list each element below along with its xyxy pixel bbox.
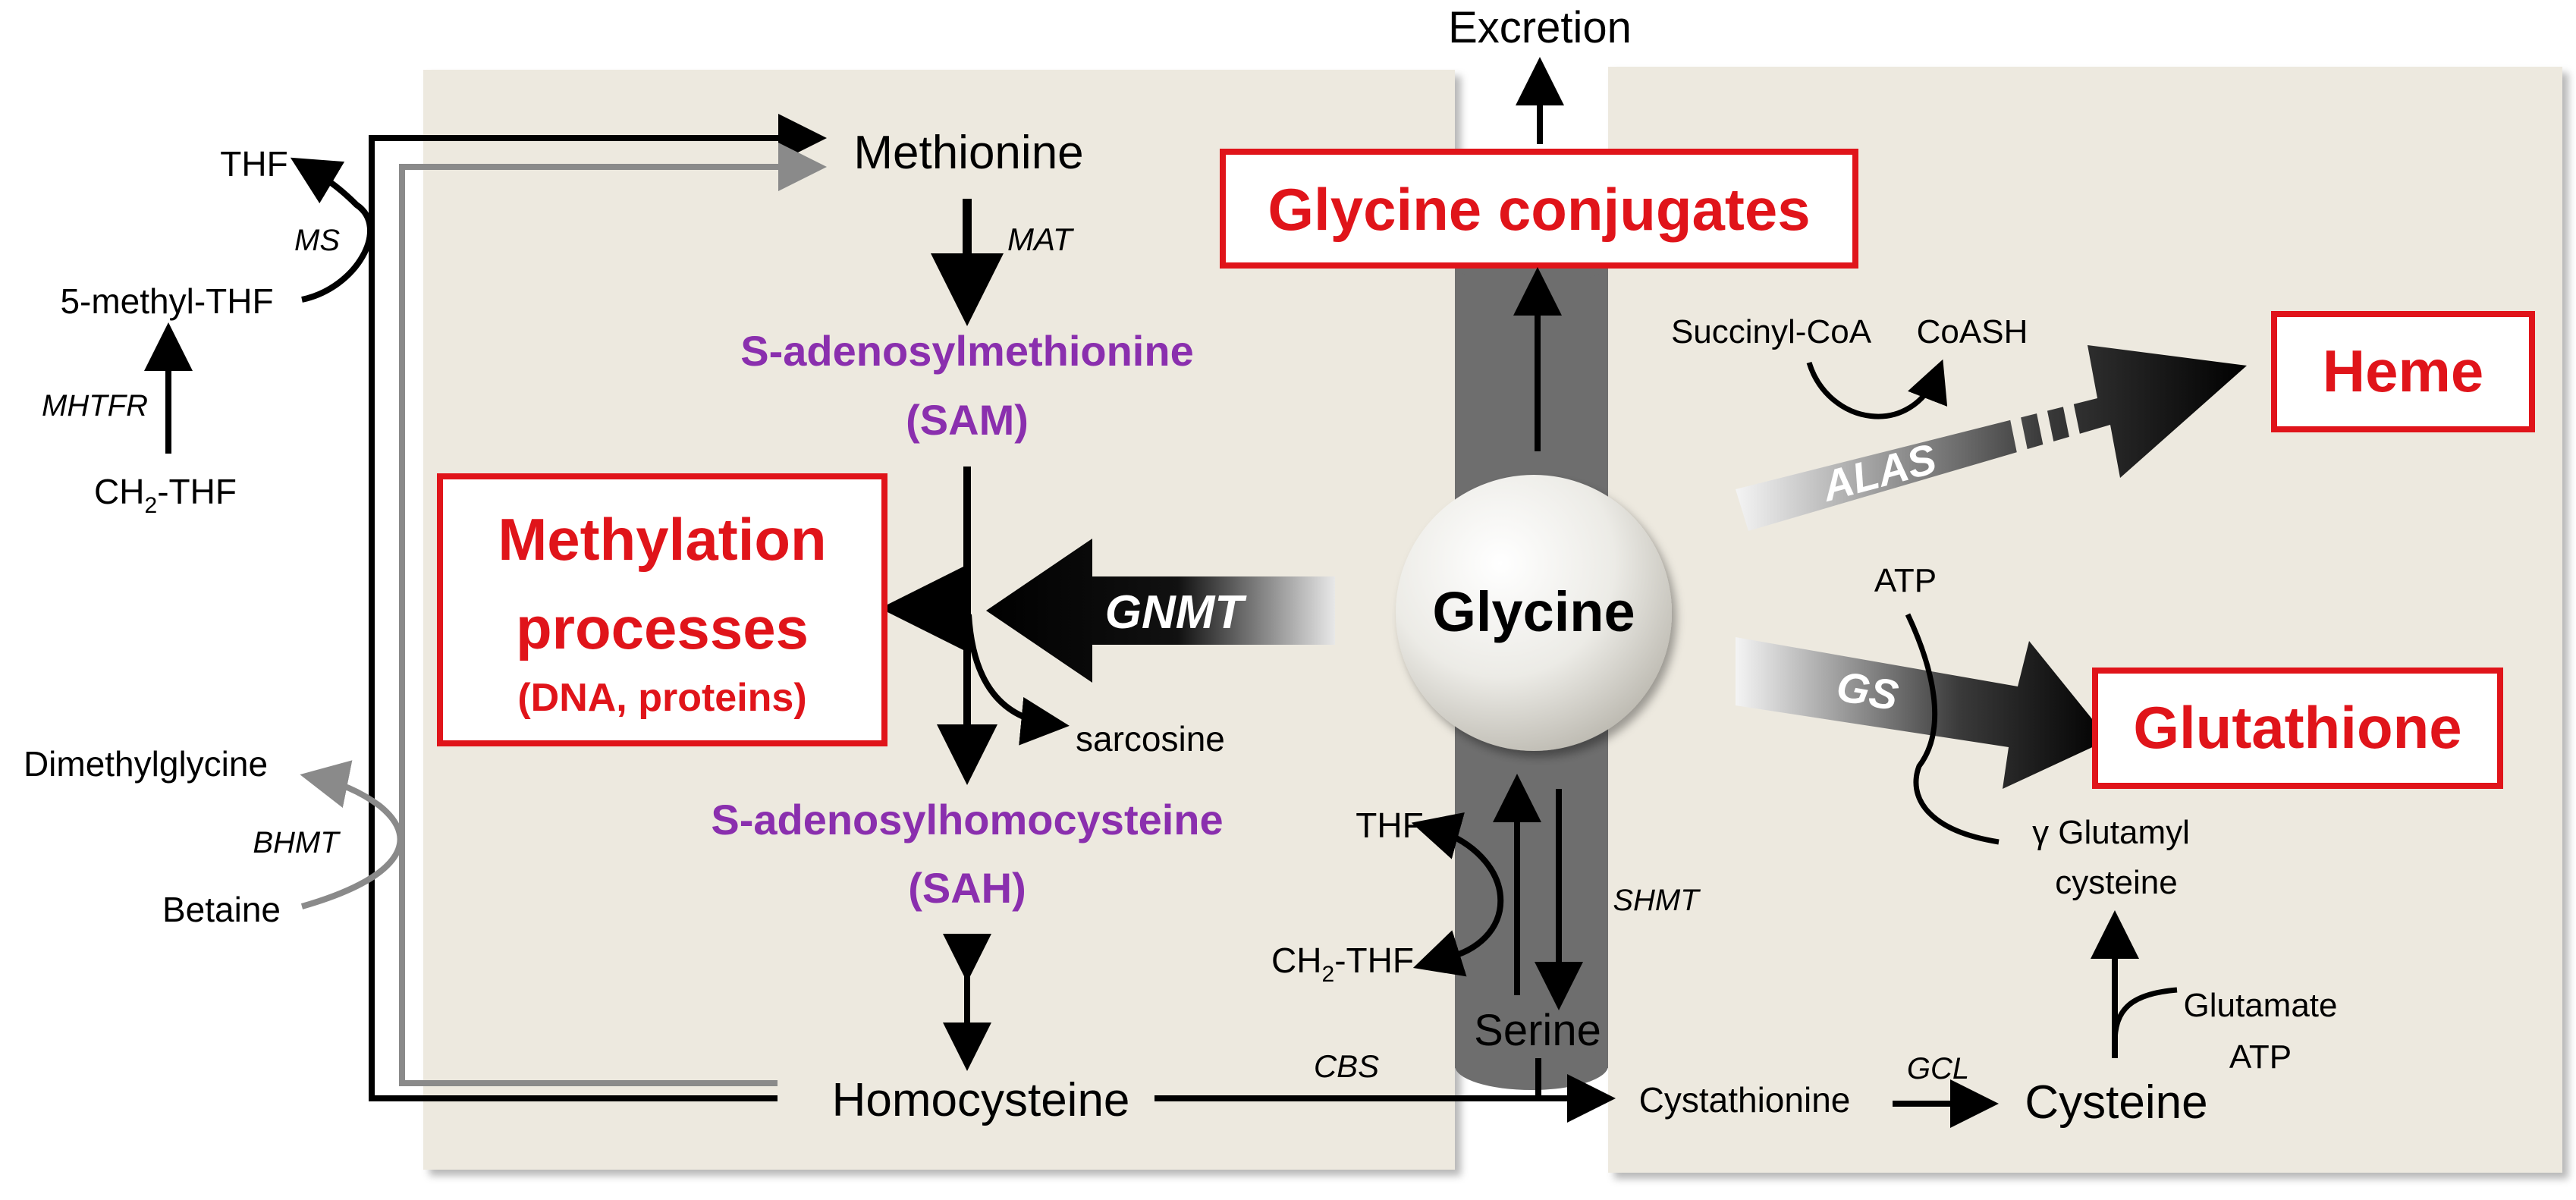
mat-enzyme-label: MAT	[1007, 221, 1075, 257]
sarcosine-branch-arrow	[966, 614, 1070, 746]
succinyl-coa-label: Succinyl-CoA	[1671, 313, 1872, 350]
methionine-label: Methionine	[853, 127, 1083, 179]
glycine-label: Glycine	[1432, 580, 1635, 643]
heme-box	[2271, 311, 2535, 432]
methylation-label: Methylation	[498, 506, 826, 573]
cbs-enzyme-label: CBS	[1314, 1048, 1379, 1084]
methylation-box	[437, 473, 887, 746]
heme-label: Heme	[2323, 338, 2483, 404]
gnmt-arrow	[986, 539, 1335, 683]
gamma-glutamyl-cysteine-label: cysteine	[2055, 864, 2177, 901]
glutathione-label: Glutathione	[2133, 694, 2461, 761]
sam-abbrev-label: (SAM)	[906, 396, 1029, 444]
shmt-folate-arc	[1438, 828, 1504, 963]
methylation-targets-label: (DNA, proteins)	[517, 676, 806, 720]
glutathione-box	[2092, 668, 2503, 789]
alas-arrow	[1736, 345, 2247, 531]
methylation-processes-label: processes	[516, 595, 809, 661]
coash-label: CoASH	[1917, 313, 2028, 350]
sarcosine-label: sarcosine	[1076, 719, 1225, 759]
thf-left-label: THF	[220, 144, 287, 184]
alas-arrow-stripes	[2009, 397, 2083, 464]
alas-cosubstrate-arc	[1806, 359, 1948, 419]
glycine-conjugates-label: Glycine conjugates	[1268, 176, 1810, 243]
excretion-label: Excretion	[1448, 3, 1632, 52]
bhmt-remethylation-loop	[399, 143, 827, 1086]
gs-arrow	[1736, 637, 2109, 789]
cystathionine-label: Cystathionine	[1639, 1080, 1851, 1120]
bhmt-reaction-arc	[300, 760, 404, 909]
betaine-label: Betaine	[162, 890, 281, 929]
cysteine-label: Cysteine	[2025, 1076, 2207, 1129]
sah-label: S-adenosylhomocysteine	[711, 796, 1223, 843]
methyl-thf-label: 5-methyl-THF	[60, 281, 273, 321]
atp-gcl-label: ATP	[2229, 1038, 2292, 1076]
ms-enzyme-label: MS	[294, 224, 340, 257]
shmt-enzyme-label: SHMT	[1613, 884, 1701, 917]
glutamate-atp-arc	[2112, 987, 2178, 1044]
bhmt-enzyme-label: BHMT	[253, 826, 341, 859]
dimethylglycine-label: Dimethylglycine	[24, 744, 268, 784]
ms-remethylation-loop	[369, 114, 827, 1101]
glutamate-label: Glutamate	[2184, 987, 2338, 1024]
homocysteine-label: Homocysteine	[832, 1074, 1130, 1126]
ms-reaction-arc	[290, 157, 373, 303]
sam-label: S-adenosylmethionine	[740, 327, 1193, 375]
shmt-thf-arrowhead	[1411, 812, 1465, 859]
gs-cosubstrate-arc	[1905, 613, 2000, 845]
ch2-thf-left-label: CH2-THF	[94, 472, 237, 518]
ch2-thf-center-label: CH2-THF	[1271, 941, 1414, 987]
glycine-node	[1396, 475, 1672, 751]
thf-center-label: THF	[1356, 806, 1423, 845]
gamma-glutamyl-label: γ Glutamyl	[2032, 814, 2190, 851]
sah-abbrev-label: (SAH)	[908, 864, 1026, 912]
serine-label: Serine	[1474, 1006, 1601, 1055]
atp-gs-label: ATP	[1874, 562, 1937, 599]
gnmt-enzyme-label: GNMT	[1105, 586, 1248, 639]
gs-enzyme-label: GS	[1833, 661, 1902, 719]
shmt-ch2thf-arrowhead	[1412, 930, 1467, 977]
gcl-enzyme-label: GCL	[1907, 1052, 1969, 1085]
glycine-conjugates-box	[1220, 149, 1858, 269]
mhtfr-enzyme-label: MHTFR	[42, 389, 148, 423]
